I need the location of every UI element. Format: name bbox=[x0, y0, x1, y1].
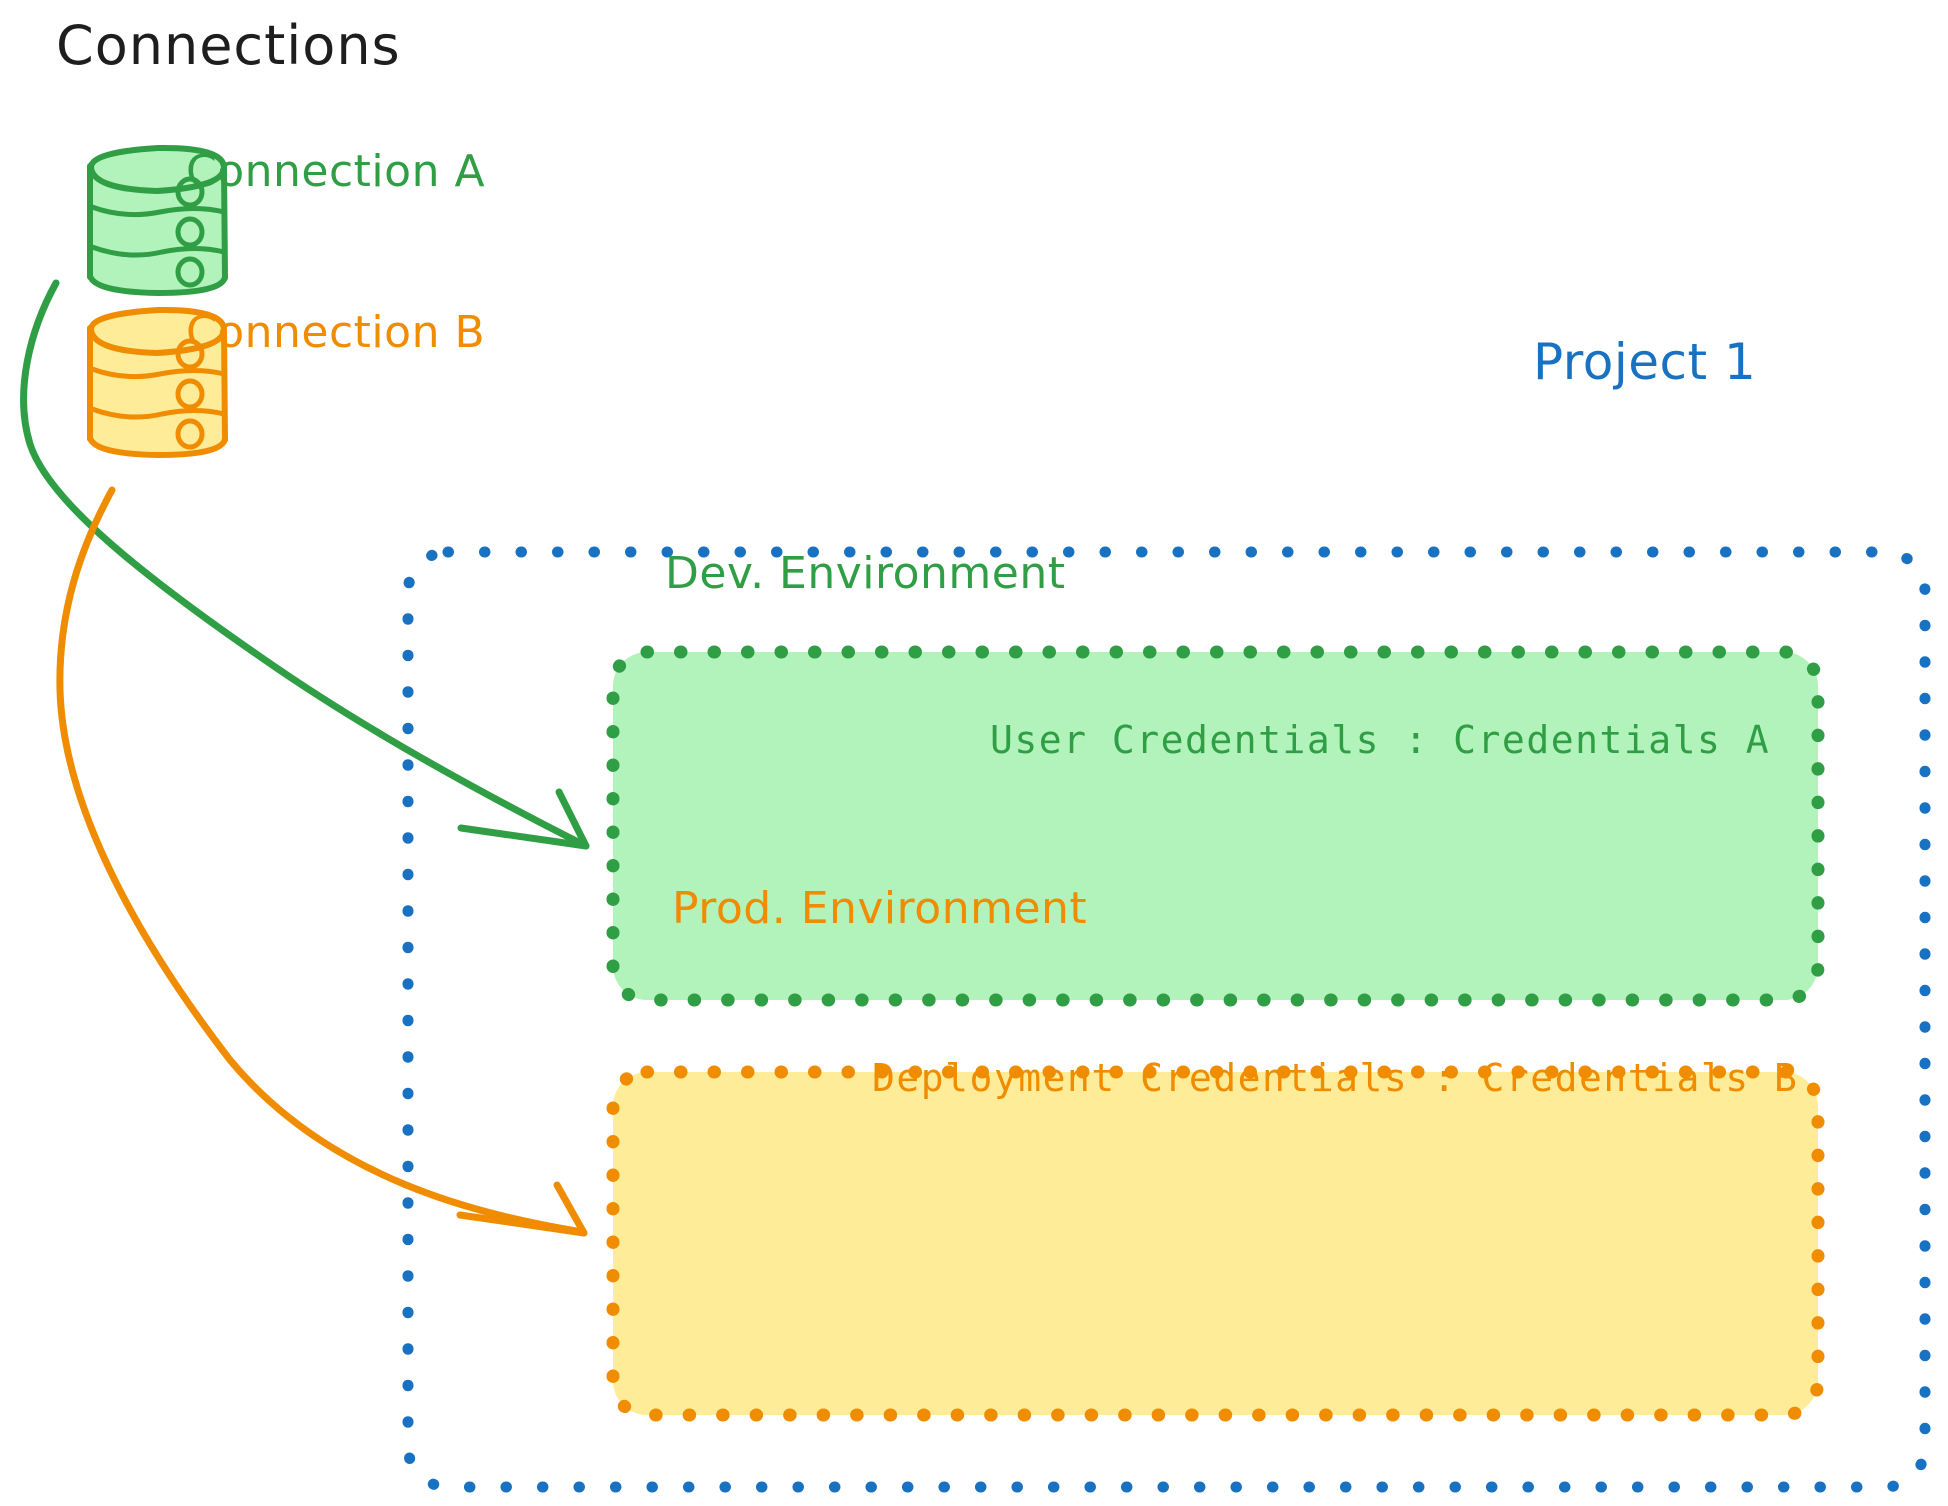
arrow-b-head-upper bbox=[553, 1181, 588, 1237]
db-b-divider-1 bbox=[89, 366, 227, 380]
prod-environment-fill bbox=[613, 1072, 1818, 1415]
dev-environment-border bbox=[606, 645, 1825, 1007]
dev-environment-title: Dev. Environment bbox=[665, 548, 1066, 599]
db-a-led-2 bbox=[175, 216, 205, 248]
project-label: Project 1 bbox=[1533, 333, 1757, 391]
db-b-led-2 bbox=[175, 378, 205, 410]
db-a-divider-2 bbox=[89, 244, 227, 258]
db-a-led-1 bbox=[175, 176, 205, 208]
dev-environment-credentials: User Credentials : Credentials A bbox=[990, 718, 1771, 762]
db-a-right-wall bbox=[221, 165, 228, 281]
dev-environment-fill bbox=[613, 652, 1818, 1000]
db-b-bottom bbox=[87, 435, 228, 459]
dev-environment-box[interactable] bbox=[606, 645, 1825, 1007]
db-b-led-1 bbox=[175, 338, 205, 370]
database-cylinder-icon-connection-a[interactable] bbox=[87, 144, 228, 297]
connection-a-label[interactable]: Connection A bbox=[186, 146, 486, 197]
db-b-right-wall bbox=[221, 327, 228, 443]
database-cylinder-icon-connection-b[interactable] bbox=[87, 306, 228, 459]
arrow-a-head-upper bbox=[555, 788, 590, 850]
db-b-divider-2 bbox=[89, 406, 227, 420]
db-b-led-3 bbox=[175, 418, 205, 450]
db-a-bottom bbox=[87, 273, 228, 297]
arrow-connection-b-to-prod bbox=[56, 486, 588, 1237]
arrow-a-head-lower bbox=[457, 824, 590, 850]
page-title: Connections bbox=[56, 14, 401, 77]
arrow-a-curve bbox=[20, 279, 588, 849]
prod-environment-credentials: Deployment Credentials : Credentials B bbox=[872, 1056, 1799, 1100]
prod-environment-box[interactable] bbox=[606, 1065, 1825, 1422]
db-a-divider-1 bbox=[89, 204, 227, 218]
arrow-connection-a-to-dev bbox=[20, 279, 590, 850]
project-border bbox=[402, 546, 1931, 1493]
prod-environment-title: Prod. Environment bbox=[672, 883, 1088, 934]
db-a-led-3 bbox=[175, 256, 205, 288]
arrow-b-head-lower bbox=[456, 1211, 588, 1237]
arrow-b-curve bbox=[56, 486, 586, 1236]
connection-b-label[interactable]: Connection B bbox=[186, 307, 486, 358]
project-container[interactable] bbox=[402, 546, 1931, 1493]
prod-environment-border bbox=[606, 1065, 1825, 1422]
